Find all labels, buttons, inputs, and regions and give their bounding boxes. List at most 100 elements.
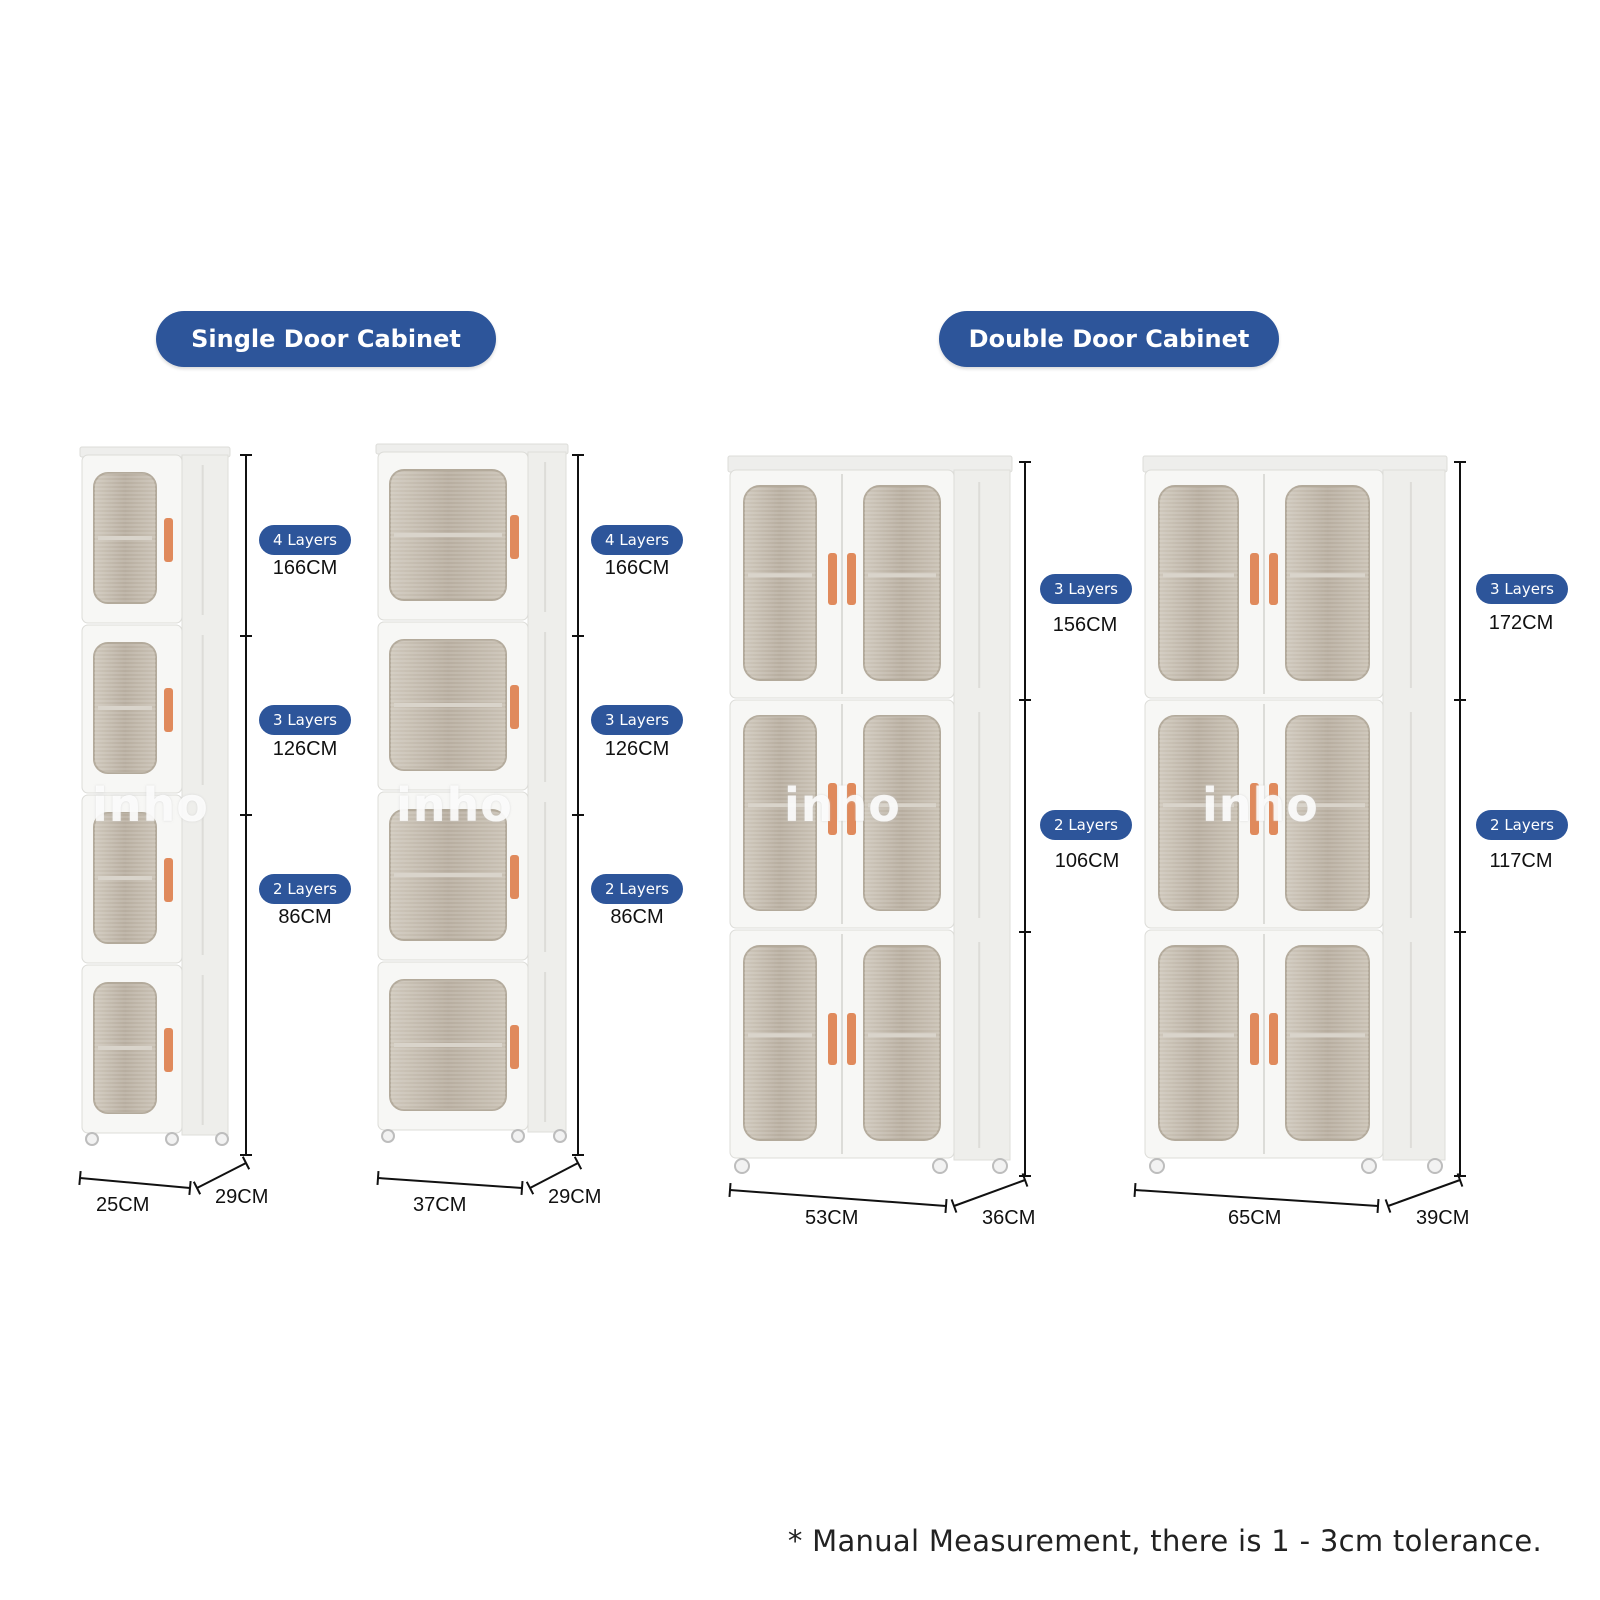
depth-value: 39CM [1416,1207,1470,1229]
door-handle [1269,783,1278,835]
door-handle [828,1013,837,1065]
measure-tick [728,1182,732,1198]
measure-tick [573,1156,583,1170]
door-handle [847,783,856,835]
single-door-cabinet [375,443,569,1143]
door-handle [1250,1013,1259,1065]
glass-stripes [1286,946,1369,1140]
layers-badge: 2 Layers [259,874,351,904]
glass-stripes [1159,486,1238,680]
door-handle [164,858,173,902]
double-door-header: Double Door Cabinet [939,311,1279,367]
door-handle [828,553,837,605]
caster-wheel [553,1129,567,1143]
door-handle [510,515,519,559]
height-value: 172CM [1488,612,1554,634]
door-handle [510,685,519,729]
layers-badge: 2 Layers [1040,810,1132,840]
double-door-cabinet [727,455,1013,1174]
measure-tick [950,1199,958,1213]
door-handle [847,553,856,605]
caster-wheel [992,1158,1008,1174]
height-value: 166CM [272,557,338,579]
dimension-line [529,1162,579,1189]
measure-tick [944,1198,948,1214]
depth-value: 29CM [548,1186,602,1208]
double-door-cabinet [1142,455,1448,1174]
layers-badge: 4 Layers [259,525,351,555]
caster-wheel [165,1132,179,1146]
height-value: 166CM [604,557,670,579]
measure-tick [241,1156,251,1170]
door-handle [1269,553,1278,605]
glass-stripes [744,486,816,680]
door-handle [510,1025,519,1069]
caster-wheel [1427,1158,1443,1174]
door-handle [164,1028,173,1072]
measure-tick [525,1181,535,1195]
layers-badge: 3 Layers [259,705,351,735]
dimension-line [377,1177,523,1189]
glass-stripes [744,946,816,1140]
depth-value: 36CM [982,1207,1036,1229]
glass-stripes [1286,486,1369,680]
layers-badge: 3 Layers [1476,574,1568,604]
depth-value: 29CM [215,1186,269,1208]
height-value: 156CM [1052,614,1118,636]
dimension-line [1134,1189,1379,1207]
measure-tick [1021,1173,1029,1187]
width-value: 65CM [1228,1207,1282,1229]
measure-tick [1384,1199,1392,1213]
dimension-line [953,1179,1026,1207]
layers-badge: 2 Layers [591,874,683,904]
cabinet-side [181,454,229,1136]
watermark-3: inho [784,778,901,832]
glass-stripes [744,716,816,910]
height-value: 117CM [1489,850,1553,872]
dimension-line [79,1177,191,1189]
door-handle [1250,553,1259,605]
cabinet-side [953,469,1011,1161]
door-handle [164,688,173,732]
height-value: 106CM [1054,850,1120,872]
measure-tick [1456,1173,1464,1187]
watermark-2: inho [396,778,513,832]
caster-wheel [511,1129,525,1143]
measure-tick [1376,1198,1380,1214]
caster-wheel [1361,1158,1377,1174]
cabinet-side [527,451,567,1133]
single-door-cabinet [79,446,231,1146]
glass-stripes [1159,716,1238,910]
layers-badge: 3 Layers [591,705,683,735]
cabinet-side [1382,469,1446,1161]
door-handle [1250,783,1259,835]
caster-wheel [381,1129,395,1143]
dimension-line [729,1189,947,1207]
glass-stripes [864,716,940,910]
width-value: 25CM [96,1194,150,1216]
layers-badge: 2 Layers [1476,810,1568,840]
height-value: 126CM [272,738,338,760]
caster-wheel [1149,1158,1165,1174]
dimension-line [1387,1179,1461,1207]
dimension-line [196,1162,247,1189]
caster-wheel [932,1158,948,1174]
glass-stripes [1286,716,1369,910]
door-handle [828,783,837,835]
glass-stripes [864,486,940,680]
single-door-header: Single Door Cabinet [156,311,496,367]
height-value: 86CM [610,906,664,928]
height-value: 86CM [278,906,332,928]
watermark-1: inho [92,778,209,832]
measure-tick [1133,1182,1137,1198]
caster-wheel [85,1132,99,1146]
measure-tick [188,1180,192,1196]
layers-badge: 3 Layers [1040,574,1132,604]
door-handle [164,518,173,562]
door-handle [847,1013,856,1065]
height-value: 126CM [604,738,670,760]
glass-stripes [864,946,940,1140]
tolerance-note: * Manual Measurement, there is 1 - 3cm t… [787,1524,1542,1558]
measure-tick [376,1170,380,1186]
